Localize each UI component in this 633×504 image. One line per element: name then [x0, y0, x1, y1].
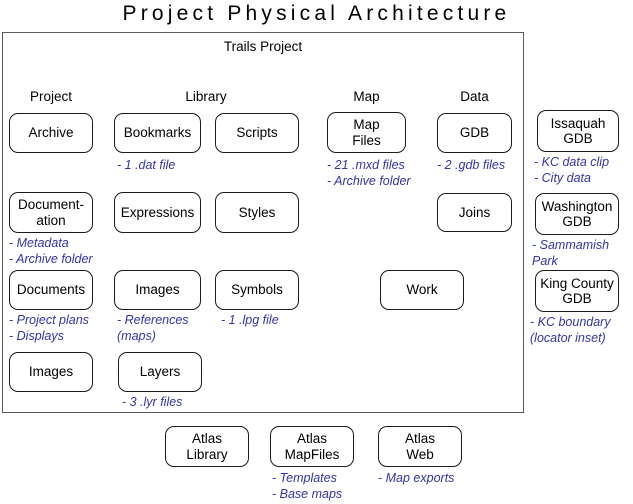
- node-bookmarks[interactable]: Bookmarks: [114, 113, 201, 153]
- node-label: GDB: [460, 125, 489, 140]
- node-styles[interactable]: Styles: [215, 192, 299, 233]
- trails-project-label: Trails Project: [223, 39, 303, 54]
- node-label-line: Bookmarks: [123, 125, 192, 141]
- annot-issaquah-gdb: - KC data clip - City data: [534, 155, 610, 185]
- node-label-line: Library: [186, 446, 228, 462]
- node-label: Symbols: [231, 282, 283, 297]
- node-archive[interactable]: Archive: [9, 113, 93, 153]
- annot-layers: - 3 .lyr files: [122, 395, 183, 409]
- annot-documentation: - Metadata - Archive folder: [9, 236, 93, 266]
- page-title: Project Physical Architecture: [122, 2, 511, 25]
- node-label-line: Images: [135, 282, 180, 298]
- node-symbols[interactable]: Symbols: [215, 270, 299, 310]
- node-library-images[interactable]: Images: [114, 270, 201, 310]
- annot-map-files: - 21 .mxd files - Archive folder: [327, 158, 411, 188]
- annot-gdb: - 2 .gdb files: [437, 158, 506, 172]
- column-header-map: Map: [353, 89, 380, 104]
- node-label: Styles: [239, 205, 276, 220]
- node-label: Work: [406, 282, 437, 297]
- node-label-line: Atlas: [404, 431, 435, 447]
- node-label-line: GDB: [562, 291, 592, 306]
- node-label-line: ation: [36, 212, 66, 228]
- annot-documents: - Project plans - Displays: [9, 313, 89, 343]
- annot-symbols: - 1 .lpg file: [221, 313, 279, 327]
- node-label: Archive: [28, 125, 73, 140]
- node-label-line: GDB: [563, 131, 593, 146]
- annot-library-images: - References (maps): [117, 313, 189, 343]
- node-label-line: Web: [406, 446, 434, 462]
- node-gdb[interactable]: GDB: [437, 113, 512, 153]
- node-documents[interactable]: Documents: [9, 270, 93, 310]
- node-label: Bookmarks: [124, 125, 192, 140]
- node-label-line: Atlas: [296, 431, 327, 447]
- column-header-data: Data: [460, 89, 489, 104]
- node-label-line: Scripts: [236, 125, 278, 141]
- node-label-line: Expressions: [120, 204, 195, 220]
- node-label-line: Joins: [458, 204, 491, 220]
- node-label-line: Map: [353, 117, 380, 133]
- node-label: Expressions: [121, 205, 195, 220]
- node-label-line: Documents: [16, 282, 86, 298]
- node-label-line: Layers: [139, 364, 181, 380]
- node-label-line: Atlas: [191, 431, 222, 447]
- node-project-images[interactable]: Images: [9, 352, 93, 392]
- node-label-line: Work: [406, 282, 438, 298]
- node-label-line: Washington: [541, 198, 613, 214]
- annot-washington-gdb: - Sammamish Park: [532, 238, 610, 268]
- node-expressions[interactable]: Expressions: [114, 192, 201, 233]
- node-label-line: Styles: [238, 204, 276, 220]
- node-label-line: Archive: [28, 125, 74, 141]
- node-scripts[interactable]: Scripts: [215, 113, 299, 153]
- node-label-line: King County: [540, 275, 614, 291]
- annot-atlas-mapfiles: - Templates - Base maps: [272, 471, 343, 501]
- node-label-line: GDB: [562, 214, 592, 229]
- node-documentation[interactable]: Document-ation: [9, 192, 93, 233]
- node-label: Scripts: [236, 125, 277, 140]
- node-label: Joins: [459, 205, 491, 220]
- node-label: Documents: [17, 282, 85, 297]
- node-label-line: MapFiles: [284, 446, 340, 462]
- node-label-line: Document-: [17, 197, 85, 213]
- annot-atlas-web: - Map exports: [378, 471, 455, 485]
- column-header-project: Project: [29, 89, 73, 104]
- node-label: Images: [29, 364, 73, 379]
- node-joins[interactable]: Joins: [437, 193, 512, 232]
- node-label-line: Images: [28, 364, 74, 380]
- node-label: Images: [135, 282, 179, 297]
- node-label-line: Symbols: [231, 282, 283, 298]
- node-label-line: GDB: [459, 125, 490, 141]
- node-work[interactable]: Work: [380, 270, 464, 310]
- column-header-library: Library: [185, 89, 227, 104]
- node-label: Layers: [140, 364, 181, 379]
- annot-king-county-gdb: - KC boundary (locator inset): [530, 315, 611, 345]
- node-layers[interactable]: Layers: [118, 352, 202, 392]
- annot-bookmarks: - 1 .dat file: [117, 158, 176, 172]
- node-label-line: Files: [352, 132, 381, 148]
- node-label-line: Issaquah: [550, 115, 606, 131]
- node-label: Document-ation: [18, 197, 84, 227]
